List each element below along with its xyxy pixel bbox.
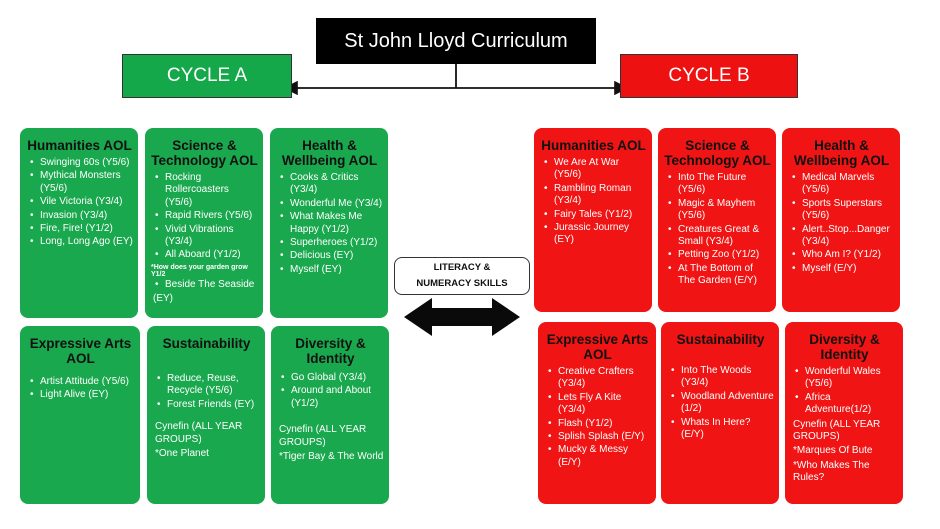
list-item: Mythical Monsters (Y5/6) [30, 170, 133, 195]
list-item: Vivid Vibrations (Y3/4) [155, 224, 258, 249]
list-item: Jurassic Journey (EY) [544, 222, 647, 247]
list-item: Cooks & Critics (Y3/4) [280, 172, 383, 197]
list-item: At The Bottom of The Garden (E/Y) [668, 263, 771, 288]
list-item: Who Am I? (Y1/2) [792, 249, 895, 262]
tail-text: (EY) [153, 293, 173, 305]
topic-list: We Are At War (Y5/6) Rambling Roman (Y3/… [540, 157, 647, 247]
box-heading: Health & Wellbeing AOL [793, 138, 890, 168]
box-heading: Science & Technology AOL [664, 138, 771, 168]
list-item: Mucky & Messy (E/Y) [548, 444, 651, 469]
list-item: Creative Crafters (Y3/4) [548, 366, 651, 391]
cynefin-text: Cynefin (ALL YEAR GROUPS) [155, 421, 243, 445]
cycle-a-sustainability-box: Sustainability Reduce, Reuse, Recycle (Y… [147, 326, 265, 504]
note-text: *How does your garden grow Y1/2 [151, 263, 248, 278]
list-item: Wonderful Wales (Y5/6) [795, 366, 898, 391]
cycle-a-header: CYCLE A [122, 54, 292, 98]
list-item: Africa Adventure(1/2) [795, 392, 898, 417]
list-item: Lets Fly A Kite (Y3/4) [548, 392, 651, 417]
cycle-a-expressive-arts-box: Expressive Arts AOL Artist Attitude (Y5/… [20, 326, 140, 504]
topic-list: Wonderful Wales (Y5/6) Africa Adventure(… [791, 366, 898, 417]
list-item: Myself (EY) [280, 264, 383, 277]
box-heading: Science & Technology AOL [151, 138, 258, 168]
list-item: Artist Attitude (Y5/6) [30, 376, 135, 389]
list-item: Into The Woods (Y3/4) [671, 365, 774, 390]
cycle-b-expressive-arts-box: Expressive Arts AOL Creative Crafters (Y… [538, 322, 656, 504]
topic-list: Rocking Rollercoasters (Y5/6) Rapid Rive… [151, 172, 258, 262]
list-item: Rambling Roman (Y3/4) [544, 183, 647, 208]
list-item: Sports Superstars (Y5/6) [792, 198, 895, 223]
topic-list: Artist Attitude (Y5/6) Light Alive (EY) [26, 376, 135, 402]
topic-list: Into The Woods (Y3/4) Woodland Adventure… [667, 365, 774, 441]
double-arrow-icon [404, 298, 520, 336]
topic-list: Creative Crafters (Y3/4) Lets Fly A Kite… [544, 366, 651, 469]
list-item: Invasion (Y3/4) [30, 210, 133, 223]
list-item: Creatures Great & Small (Y3/4) [668, 224, 771, 249]
cycle-a-science-box: Science & Technology AOL Rocking Rollerc… [145, 128, 263, 318]
list-item: Flash (Y1/2) [548, 418, 651, 431]
box-heading: Sustainability [162, 336, 251, 351]
topic-list: Go Global (Y3/4) Around and About (Y1/2) [277, 372, 384, 410]
list-item: Reduce, Reuse, Recycle (Y5/6) [157, 373, 260, 398]
box-heading: Health & Wellbeing AOL [281, 138, 378, 168]
list-item: Beside The Seaside [155, 279, 258, 292]
list-item: Splish Splash (E/Y) [548, 431, 651, 444]
list-item: We Are At War (Y5/6) [544, 157, 647, 182]
list-item: Woodland Adventure (1/2) [671, 391, 774, 416]
page-title: St John Lloyd Curriculum [316, 18, 596, 64]
cynefin-topic: *One Planet [155, 448, 209, 460]
list-item: Superheroes (Y1/2) [280, 237, 383, 250]
box-heading: Sustainability [676, 332, 765, 347]
box-heading: Expressive Arts AOL [546, 332, 649, 362]
topic-list: Beside The Seaside [151, 279, 258, 292]
cynefin-topic: *Tiger Bay & The World [279, 451, 384, 463]
topic-list: Medical Marvels (Y5/6) Sports Superstars… [788, 172, 895, 276]
cynefin-topic: *Marques Of Bute [793, 445, 873, 457]
list-item: Around and About (Y1/2) [281, 385, 384, 410]
cycle-b-diversity-box: Diversity & Identity Wonderful Wales (Y5… [785, 322, 903, 504]
cycle-b-science-box: Science & Technology AOL Into The Future… [658, 128, 776, 312]
box-heading: Humanities AOL [541, 138, 646, 153]
literacy-numeracy-label: LITERACY & NUMERACY SKILLS [394, 257, 530, 295]
list-item: What Makes Me Happy (Y1/2) [280, 211, 383, 236]
list-item: Delicious (EY) [280, 250, 383, 263]
cynefin-text: Cynefin (ALL YEAR GROUPS) [793, 418, 881, 443]
cycle-a-humanities-box: Humanities AOL Swinging 60s (Y5/6) Mythi… [20, 128, 138, 318]
box-heading: Diversity & Identity [295, 336, 366, 366]
list-item: Wonderful Me (Y3/4) [280, 198, 383, 211]
list-item: Rapid Rivers (Y5/6) [155, 210, 258, 223]
list-item: Whats In Here? (E/Y) [671, 417, 774, 442]
cycle-b-header: CYCLE B [620, 54, 798, 98]
list-item: Into The Future (Y5/6) [668, 172, 771, 197]
list-item: Light Alive (EY) [30, 389, 135, 402]
cycle-a-health-box: Health & Wellbeing AOL Cooks & Critics (… [270, 128, 388, 318]
list-item: Medical Marvels (Y5/6) [792, 172, 895, 197]
box-heading: Expressive Arts AOL [29, 336, 132, 366]
cynefin-text: Cynefin (ALL YEAR GROUPS) [279, 424, 367, 448]
list-item: Rocking Rollercoasters (Y5/6) [155, 172, 258, 209]
cycle-a-diversity-box: Diversity & Identity Go Global (Y3/4) Ar… [271, 326, 389, 504]
cycle-b-sustainability-box: Sustainability Into The Woods (Y3/4) Woo… [661, 322, 779, 504]
box-heading: Humanities AOL [27, 138, 132, 153]
cycle-b-health-box: Health & Wellbeing AOL Medical Marvels (… [782, 128, 900, 312]
list-item: Go Global (Y3/4) [281, 372, 384, 385]
topic-list: Cooks & Critics (Y3/4) Wonderful Me (Y3/… [276, 172, 383, 277]
topic-list: Swinging 60s (Y5/6) Mythical Monsters (Y… [26, 157, 133, 249]
list-item: Fairy Tales (Y1/2) [544, 209, 647, 222]
list-item: Myself (E/Y) [792, 263, 895, 276]
list-item: Long, Long Ago (EY) [30, 236, 133, 249]
box-heading: Diversity & Identity [809, 332, 880, 362]
list-item: Vile Victoria (Y3/4) [30, 196, 133, 209]
list-item: Alert..Stop...Danger (Y3/4) [792, 224, 895, 249]
cynefin-topic: *Who Makes The Rules? [793, 459, 870, 484]
topic-list: Into The Future (Y5/6) Magic & Mayhem (Y… [664, 172, 771, 288]
list-item: All Aboard (Y1/2) [155, 249, 258, 262]
topic-list: Reduce, Reuse, Recycle (Y5/6) Forest Fri… [153, 373, 260, 412]
list-item: Petting Zoo (Y1/2) [668, 249, 771, 262]
list-item: Swinging 60s (Y5/6) [30, 157, 133, 170]
cycle-b-humanities-box: Humanities AOL We Are At War (Y5/6) Ramb… [534, 128, 652, 312]
list-item: Magic & Mayhem (Y5/6) [668, 198, 771, 223]
list-item: Forest Friends (EY) [157, 399, 260, 412]
list-item: Fire, Fire! (Y1/2) [30, 223, 133, 236]
